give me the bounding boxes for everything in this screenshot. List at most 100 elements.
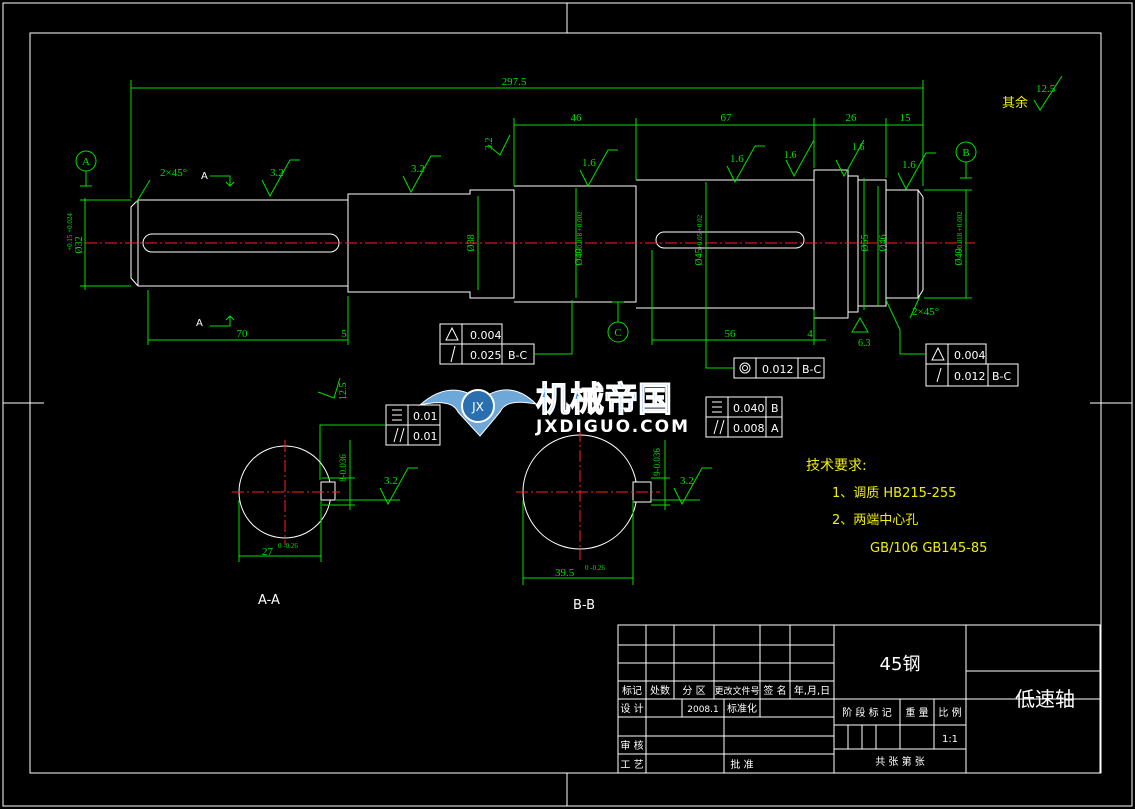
- dia-55: Ø55: [860, 234, 871, 251]
- keyway-aa: 27: [262, 546, 274, 558]
- tol-40b: +0.018 +0.002: [956, 211, 964, 253]
- gear-logo-icon: [461, 389, 495, 423]
- tol-f3-value: 0.012: [762, 363, 794, 376]
- concentricity-inner-icon: [742, 365, 748, 371]
- header-docno: 更改文件号: [714, 685, 759, 697]
- key-width-bb: 9-0.036: [652, 448, 662, 476]
- dim-26: 26: [846, 112, 858, 124]
- section-bb-label: B-B: [573, 598, 595, 613]
- roughness-rest-label: 其余: [1002, 95, 1028, 111]
- section-aa-dims: [238, 440, 400, 562]
- tol-f5-ref: B-C: [992, 370, 1012, 383]
- roughness-1: 3.2: [270, 167, 284, 179]
- datum-a: A: [82, 156, 90, 168]
- dia-46: Ø46: [878, 234, 889, 251]
- stage-mark: 阶 段 标 记: [842, 706, 892, 719]
- watermark-url: JXDIGUO.COM: [535, 417, 690, 437]
- row-standard: 标准化: [727, 702, 757, 715]
- roughness-rest: 12.5: [1036, 83, 1056, 95]
- tol-f3-ref: B-C: [802, 363, 822, 376]
- watermark: JX 机械帝国 JXDIGUO.COM: [418, 379, 690, 437]
- header-count: 处数: [650, 684, 670, 697]
- tolerance-frames: [385, 323, 1019, 446]
- section-bb-dims: [522, 440, 700, 585]
- symmetry-icon-2: [392, 409, 402, 421]
- section-bb: [516, 430, 660, 560]
- dia-38: Ø38: [466, 234, 477, 251]
- tol-f6-value: 0.040: [733, 402, 765, 415]
- keyway-bb: 39.5: [555, 567, 575, 579]
- logo-initials: JX: [471, 400, 484, 414]
- key-width-aa: 8-0.036: [338, 454, 348, 482]
- roughness-10: 12.5: [338, 383, 349, 401]
- dimension-lines: [80, 80, 972, 345]
- runout-icon-2: [936, 367, 942, 383]
- header-zone: 分 区: [682, 685, 705, 697]
- roughness-7: 1.6: [852, 142, 865, 153]
- dia-45: Ø45: [694, 248, 705, 265]
- row-approve: 批 准: [730, 758, 753, 771]
- title-part-name: 低速轴: [1015, 687, 1075, 711]
- tol-f7-ref: A: [771, 422, 779, 435]
- roughness-5: 1.6: [730, 153, 744, 165]
- dim-15: 15: [900, 112, 912, 124]
- tol-f8-value: 0.01: [413, 410, 438, 423]
- section-a-bottom: A: [196, 318, 203, 329]
- tol-f1-value: 0.004: [470, 329, 502, 342]
- dim-4: 4: [807, 328, 813, 340]
- dia-40a: Ø40: [574, 248, 585, 265]
- row-design: 设 计: [620, 702, 643, 715]
- scale-value: 1:1: [942, 734, 958, 745]
- dia-32: Ø32: [74, 236, 85, 253]
- tol-f4-value: 0.004: [954, 349, 986, 362]
- dim-46: 46: [571, 112, 583, 124]
- section-a-top: A: [201, 171, 208, 182]
- weight-label: 重 量: [905, 706, 928, 719]
- keyway-bb-tol: 0 -0.26: [585, 564, 605, 572]
- chamfer-left: 2×45°: [160, 167, 187, 179]
- roughness-6: 1.6: [784, 150, 797, 161]
- shaft-outline: [130, 169, 924, 319]
- roughness-3: 3.2: [484, 138, 495, 151]
- dim-67: 67: [721, 112, 733, 124]
- sheets-label: 共 张 第 张: [875, 755, 925, 768]
- tol-45: +0.05 +0.02: [696, 214, 704, 249]
- chamfer-right: 2×45°: [912, 306, 939, 318]
- header-sign: 签 名: [763, 684, 786, 697]
- tol-40a: +0.018 +0.002: [576, 211, 584, 253]
- cylindricity-icon: [445, 326, 459, 341]
- title-material: 45钢: [880, 654, 921, 675]
- requirements-line2: 2、两端中心孔: [832, 513, 918, 528]
- row-process: 工 艺: [620, 759, 643, 771]
- design-date: 2008.1: [687, 705, 719, 715]
- tol-f7-value: 0.008: [733, 422, 765, 435]
- header-mark: 标记: [622, 685, 642, 697]
- requirements-line1: 1、调质 HB215-255: [832, 486, 956, 501]
- tol-f5-value: 0.012: [954, 370, 986, 383]
- row-review: 审 核: [620, 739, 643, 752]
- roughness-2: 3.2: [411, 163, 425, 175]
- tol-f9-value: 0.01: [413, 430, 438, 443]
- dim-5: 5: [341, 328, 347, 340]
- symmetry-icon: [712, 401, 722, 413]
- title-block-lines: [617, 624, 1101, 774]
- datum-c: C: [614, 327, 621, 339]
- tol-32: +0.15 +0.024: [66, 213, 74, 251]
- chamfer-left-leader: [135, 179, 151, 204]
- datum-markers: [75, 141, 977, 343]
- chamfer-right-leader: [909, 295, 921, 319]
- runout-icon: [450, 345, 456, 363]
- dia-40b: Ø40: [954, 248, 965, 265]
- requirements-line3: GB/106 GB145-85: [870, 541, 987, 556]
- dim-56: 56: [725, 328, 737, 340]
- watermark-brand: 机械帝国: [536, 380, 672, 420]
- dim-70: 70: [237, 328, 249, 340]
- cylindricity-icon-2: [931, 346, 945, 361]
- roughness-9: 6.3: [858, 338, 871, 349]
- header-date: 年,月,日: [794, 684, 830, 697]
- roughness-12: 3.2: [680, 475, 694, 487]
- section-aa-label: A-A: [258, 593, 280, 608]
- tol-f2-value: 0.025: [470, 349, 502, 362]
- keyway-aa-tol: 0 -0.26: [278, 542, 298, 550]
